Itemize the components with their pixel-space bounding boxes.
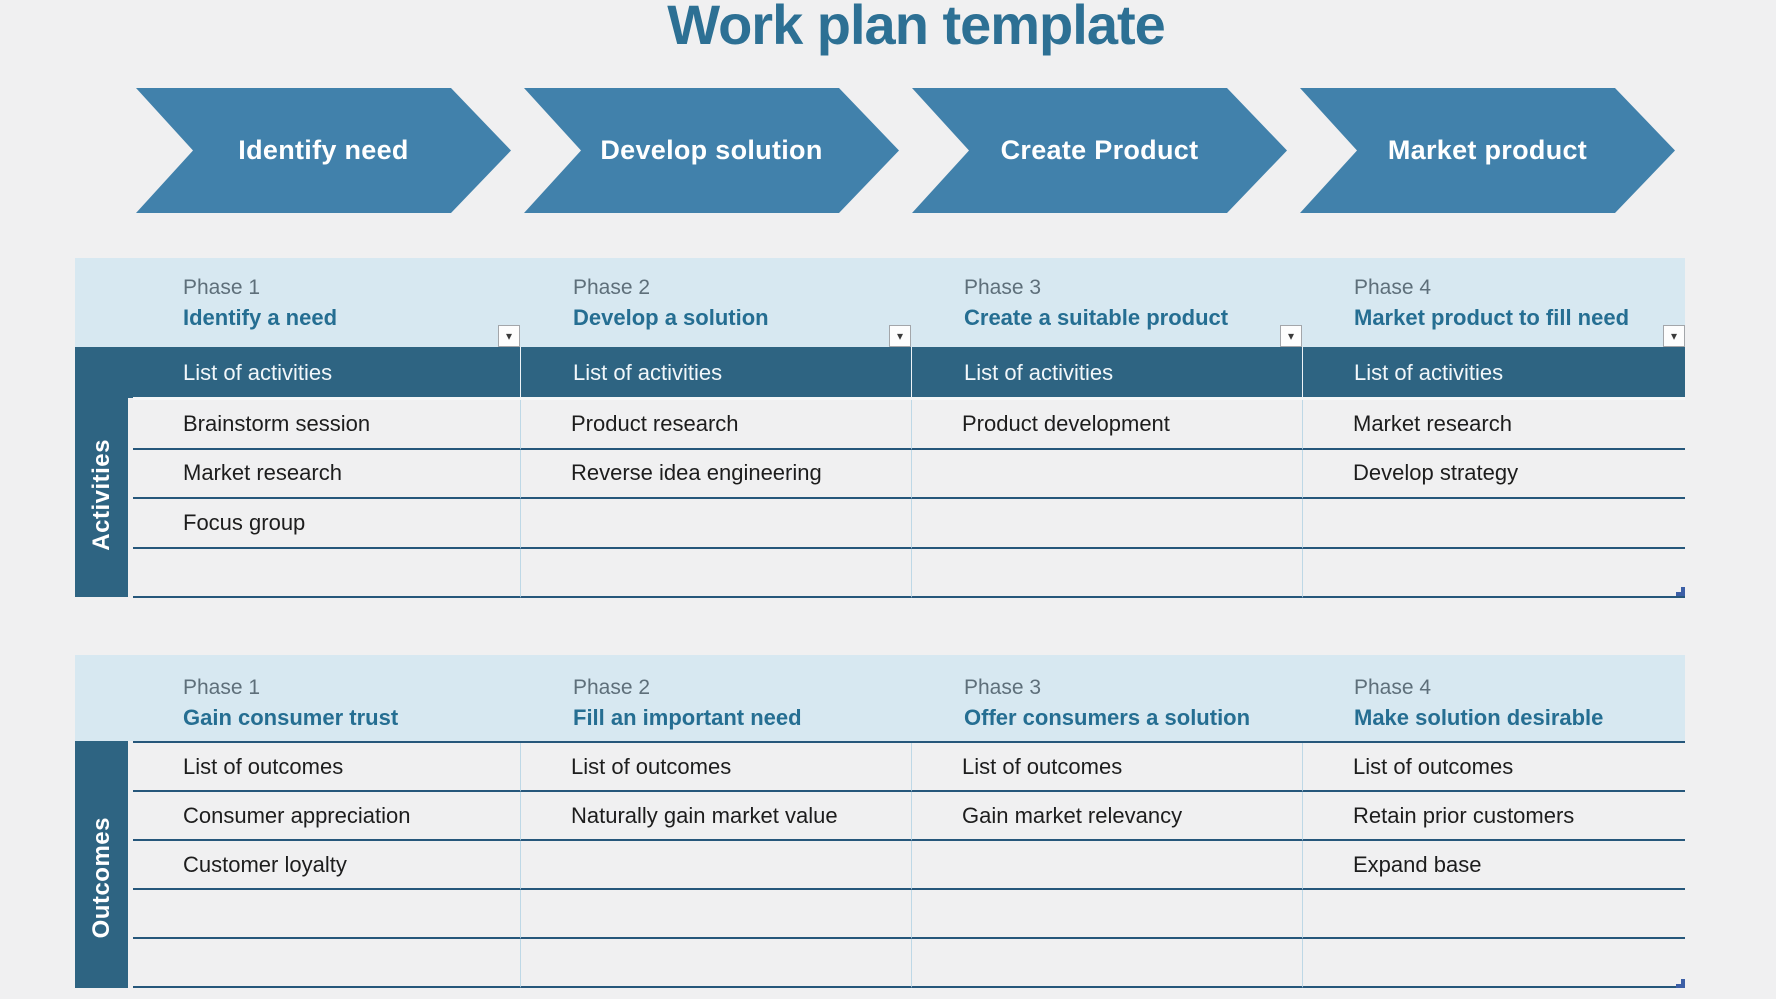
sidebar-label: Outcomes — [87, 816, 115, 939]
column-divider — [911, 347, 912, 398]
activities-table: Phase 1 Identify a need Phase 2 Develop … — [75, 258, 1685, 598]
arrow-label: Create Product — [1000, 135, 1199, 165]
phase-name: Identify a need — [183, 305, 338, 330]
table-cell: Customer loyalty — [133, 841, 520, 890]
phase-dropdown-button-3[interactable]: ▾ — [1280, 325, 1302, 347]
table-cell — [911, 449, 1302, 499]
process-arrow-3: Create Product — [912, 88, 1287, 213]
table-cell: Consumer appreciation — [133, 792, 520, 841]
table-cell: Focus group — [133, 499, 520, 549]
phase-name: Gain consumer trust — [183, 705, 399, 730]
table-cell — [911, 939, 1302, 988]
list-header-cell: List of activities — [183, 359, 333, 385]
phase-dropdown-button-1[interactable]: ▾ — [498, 325, 520, 347]
phase-label: Phase 3 — [964, 276, 1042, 299]
phase-header-1: Phase 1 Gain consumer trust — [183, 676, 553, 731]
table-cell — [520, 841, 911, 890]
phase-name: Create a suitable product — [964, 305, 1229, 330]
phase-name: Make solution desirable — [1354, 705, 1604, 730]
table-resize-handle-icon[interactable] — [1676, 587, 1685, 596]
phase-name: Market product to fill need — [1354, 305, 1630, 330]
column-divider — [1302, 347, 1303, 398]
table-cell: Product research — [520, 400, 911, 450]
arrow-label: Market product — [1387, 135, 1588, 165]
table-cell: Naturally gain market value — [520, 792, 911, 841]
dropdown-arrow-icon: ▾ — [1670, 329, 1678, 343]
phase-header-1: Phase 1 Identify a need — [183, 276, 553, 331]
table-cell — [520, 499, 911, 549]
table-cell: Market research — [1302, 400, 1685, 450]
outcomes-header-band — [75, 655, 1685, 741]
phase-label: Phase 1 — [183, 276, 261, 299]
phase-name: Fill an important need — [573, 705, 802, 730]
table-cell — [520, 890, 911, 939]
dropdown-arrow-icon: ▾ — [1287, 329, 1295, 343]
table-cell: Expand base — [1302, 841, 1685, 890]
table-cell: Reverse idea engineering — [520, 449, 911, 499]
section-sidebar-outcomes: Outcomes — [75, 741, 128, 988]
table-cell: List of outcomes — [133, 743, 520, 792]
table-cell — [520, 939, 911, 988]
list-header-row: List of activities List of activities Li… — [75, 347, 1685, 398]
phase-dropdown-button-4[interactable]: ▾ — [1663, 325, 1685, 347]
table-cell — [1302, 939, 1685, 988]
table-cell: Gain market relevancy — [911, 792, 1302, 841]
outcomes-rows: List of outcomes List of outcomes List o… — [133, 741, 1685, 988]
table-cell: List of outcomes — [911, 743, 1302, 792]
dropdown-arrow-icon: ▾ — [505, 329, 513, 343]
table-cell: Product development — [911, 400, 1302, 450]
table-cell — [1302, 499, 1685, 549]
phase-name: Offer consumers a solution — [964, 705, 1251, 730]
phase-header-3: Phase 3 Create a suitable product — [964, 276, 1334, 331]
process-arrow-2: Develop solution — [524, 88, 899, 213]
table-cell — [133, 890, 520, 939]
table-cell — [1302, 548, 1685, 598]
table-cell: Develop strategy — [1302, 449, 1685, 499]
table-cell: Retain prior customers — [1302, 792, 1685, 841]
table-cell — [520, 548, 911, 598]
phase-header-4: Phase 4 Market product to fill need — [1354, 276, 1724, 331]
table-cell — [133, 939, 520, 988]
table-cell — [911, 499, 1302, 549]
process-arrow-1: Identify need — [136, 88, 511, 213]
section-sidebar-activities: Activities — [75, 347, 128, 597]
phase-label: Phase 4 — [1354, 676, 1432, 699]
phase-header-2: Phase 2 Fill an important need — [573, 676, 943, 731]
phase-header-4: Phase 4 Make solution desirable — [1354, 676, 1724, 731]
table-cell — [911, 548, 1302, 598]
phase-header-3: Phase 3 Offer consumers a solution — [964, 676, 1334, 731]
sidebar-label: Activities — [87, 439, 115, 551]
arrow-label: Identify need — [238, 135, 409, 165]
table-cell: Market research — [133, 450, 520, 499]
dropdown-arrow-icon: ▾ — [896, 329, 904, 343]
page-title: Work plan template — [667, 0, 1166, 56]
phase-label: Phase 4 — [1354, 276, 1432, 299]
process-arrow-4: Market product — [1300, 88, 1675, 213]
list-header-cell: List of activities — [1354, 359, 1504, 385]
activities-rows: Brainstorm session Product research Prod… — [133, 397, 1685, 598]
activities-header-band — [75, 258, 1685, 347]
phase-dropdown-button-2[interactable]: ▾ — [889, 325, 911, 347]
phase-label: Phase 3 — [964, 676, 1042, 699]
table-cell: List of outcomes — [520, 743, 911, 792]
column-divider — [520, 347, 521, 398]
arrow-label: Develop solution — [600, 135, 823, 165]
table-cell: Brainstorm session — [133, 400, 520, 450]
phase-name: Develop a solution — [573, 305, 769, 330]
table-cell — [911, 841, 1302, 890]
outcomes-table: Phase 1 Gain consumer trust Phase 2 Fill… — [75, 655, 1685, 990]
phase-header-2: Phase 2 Develop a solution — [573, 276, 943, 331]
table-cell — [911, 890, 1302, 939]
table-cell — [133, 549, 520, 598]
phase-label: Phase 2 — [573, 676, 651, 699]
table-resize-handle-icon[interactable] — [1676, 979, 1685, 988]
table-cell — [1302, 890, 1685, 939]
list-header-cell: List of activities — [964, 359, 1114, 385]
table-cell: List of outcomes — [1302, 743, 1685, 792]
list-header-cell: List of activities — [573, 359, 723, 385]
phase-label: Phase 1 — [183, 676, 261, 699]
phase-label: Phase 2 — [573, 276, 651, 299]
